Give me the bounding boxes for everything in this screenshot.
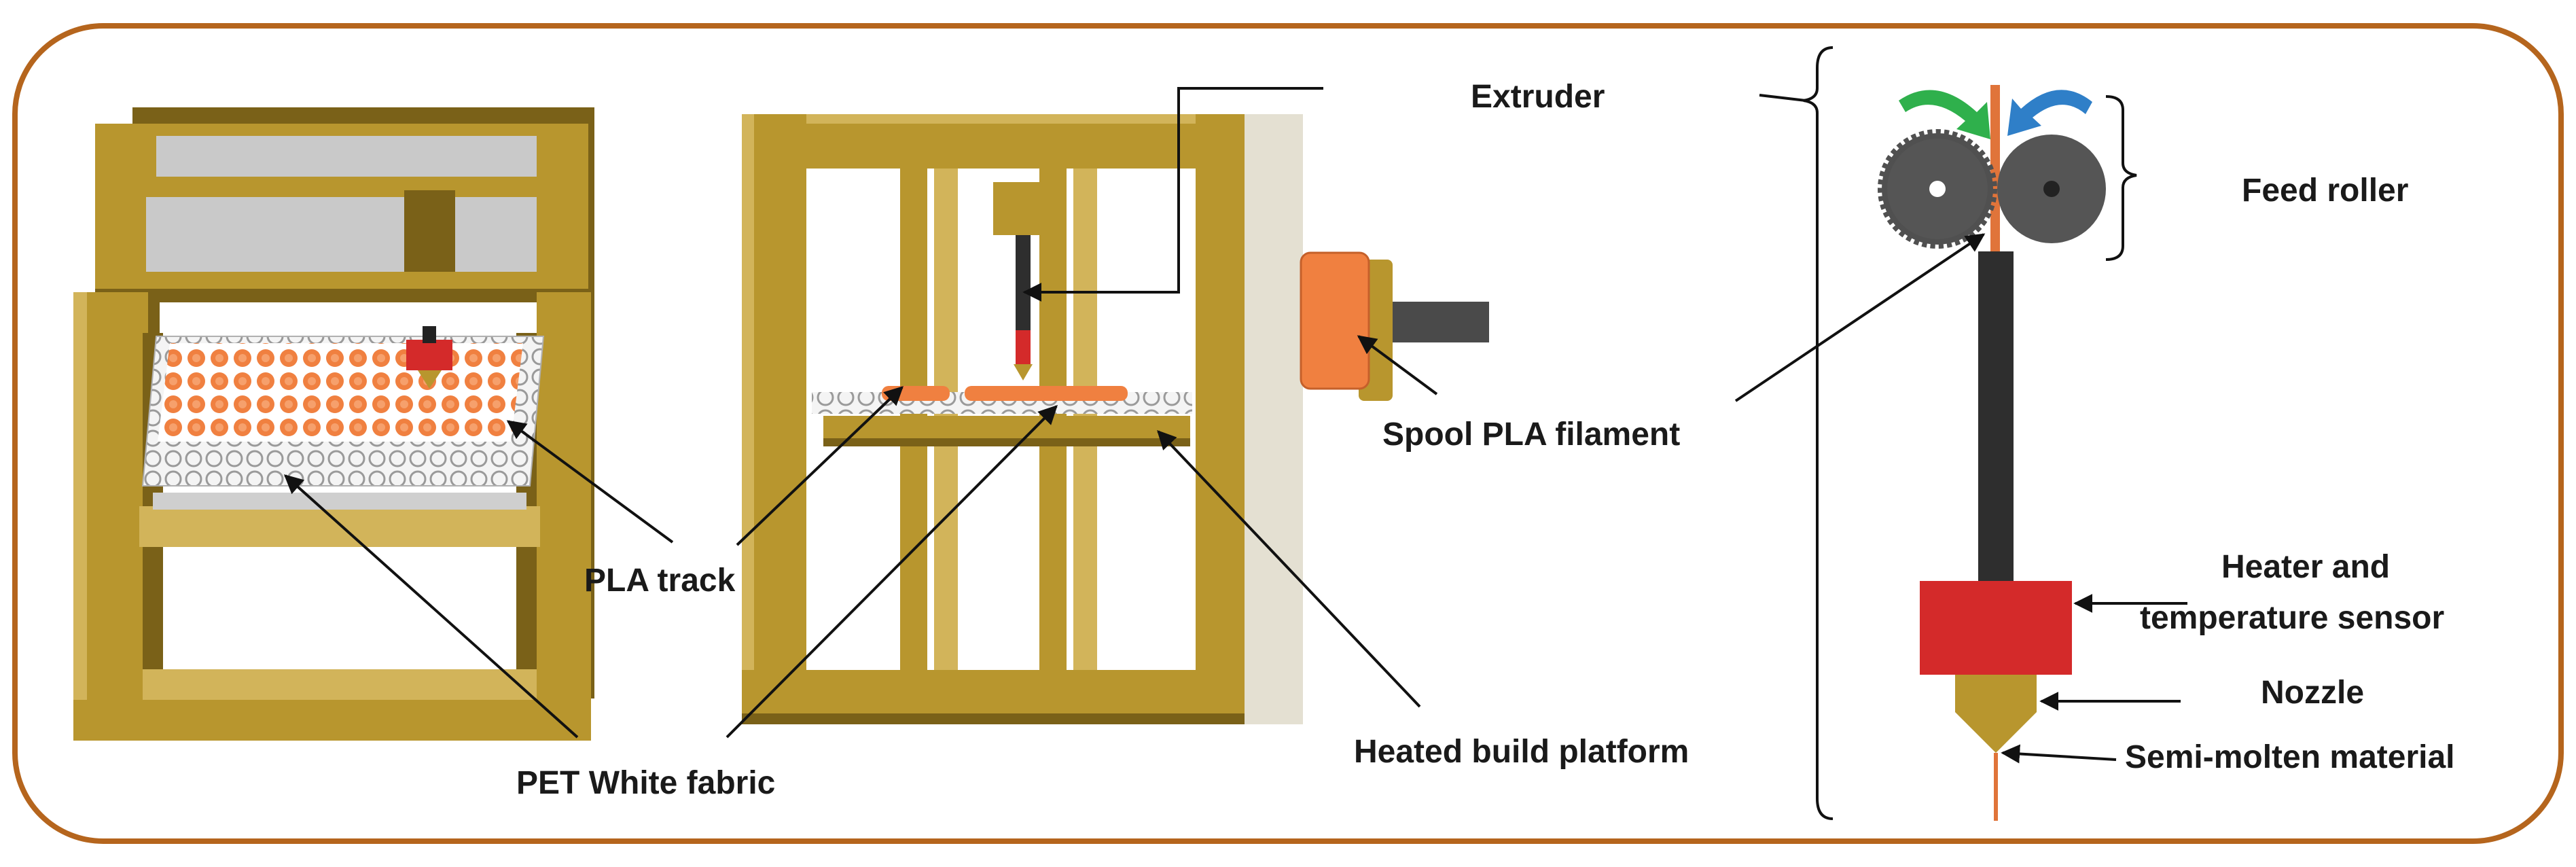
label-heated-build-platform: Heated build platform	[1354, 734, 1689, 770]
label-pet-fabric: PET White fabric	[516, 765, 775, 801]
green-rotation-arrow	[1899, 90, 1990, 139]
leader-lines	[283, 87, 2187, 764]
feed-gear-left	[1878, 129, 1997, 249]
labels: Extruder Feed roller Spool PLA filament …	[516, 79, 2454, 801]
printer-perspective	[73, 107, 594, 741]
label-extruder: Extruder	[1471, 79, 1605, 115]
label-pla-track: PLA track	[584, 563, 736, 599]
heater-block	[1920, 581, 2072, 675]
outer-border	[12, 23, 2564, 844]
printer-front-view	[742, 114, 1489, 724]
feed-roller-right	[1997, 135, 2106, 243]
label-spool: Spool PLA filament	[1382, 417, 1680, 453]
extruder-brace	[1803, 46, 1833, 820]
label-heater-line-2: temperature sensor	[2140, 600, 2444, 636]
label-feed-roller: Feed roller	[2242, 173, 2408, 209]
label-heater-line-1: Heater and	[2221, 549, 2390, 585]
nozzle	[1955, 712, 2037, 753]
extruder-barrel	[1978, 251, 2014, 581]
extruder-detail	[1803, 46, 2137, 821]
label-nozzle: Nozzle	[2261, 675, 2364, 711]
pla-track-left	[158, 343, 523, 442]
label-semi-molten: Semi-molten material	[2125, 739, 2454, 775]
blue-rotation-arrow	[2007, 90, 2092, 136]
feed-roller-brace	[2105, 95, 2137, 261]
